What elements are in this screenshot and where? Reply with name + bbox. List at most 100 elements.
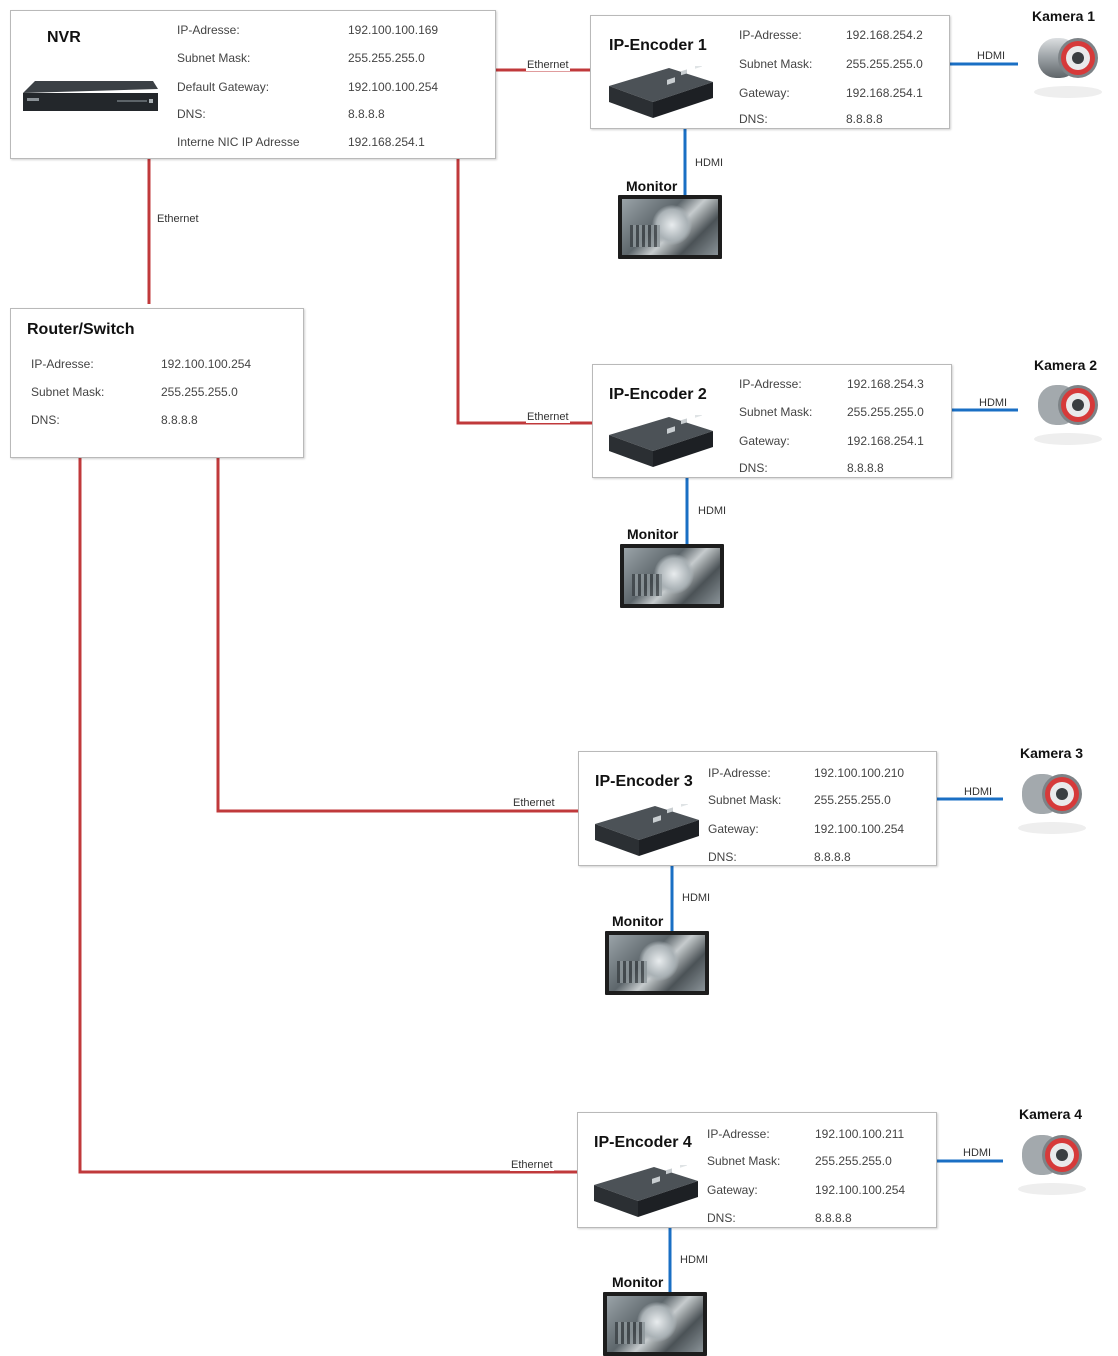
- router-title: Router/Switch: [27, 321, 135, 338]
- monitor-title: Monitor: [612, 913, 664, 929]
- monitor-title: Monitor: [626, 178, 678, 194]
- encoder-row: Gateway: 192.100.100.254: [708, 822, 904, 836]
- encoder-row: Subnet Mask: 255.255.255.0: [707, 1154, 892, 1168]
- encoder-row-key: Gateway:: [708, 822, 759, 836]
- nvr-row-key: DNS:: [177, 107, 206, 121]
- video-encoder-icon: [594, 1165, 698, 1217]
- nvr-row-key: Subnet Mask:: [177, 51, 251, 65]
- camera-title: Kamera 2: [1034, 357, 1098, 373]
- nvr-row-value: 192.100.100.169: [348, 23, 439, 37]
- encoder-row-key: DNS:: [708, 850, 737, 864]
- nvr-row-key: Default Gateway:: [177, 80, 270, 94]
- encoder-row-value: 8.8.8.8: [846, 112, 883, 126]
- encoder-row: DNS: 8.8.8.8: [707, 1211, 852, 1225]
- monitor-title: Monitor: [612, 1274, 664, 1290]
- router-row-value: 8.8.8.8: [161, 413, 198, 427]
- monitor-screen-icon: [605, 931, 709, 995]
- encoder-row-value: 255.255.255.0: [846, 57, 923, 71]
- encoder-row-key: DNS:: [707, 1211, 736, 1225]
- router-row-key: DNS:: [31, 413, 60, 427]
- encoder-row-key: IP-Adresse:: [739, 28, 802, 42]
- video-encoder-icon: [609, 66, 713, 118]
- nvr-row: Interne NIC IP Adresse 192.168.254.1: [177, 135, 425, 149]
- encoder-row-value: 192.100.100.211: [815, 1127, 905, 1141]
- nvr-row-key: IP-Adresse:: [177, 23, 240, 37]
- monitor-screen-icon: [618, 195, 722, 259]
- ethernet-wire-router-encoder-3: [216, 457, 578, 813]
- encoder-row: Gateway: 192.168.254.1: [739, 434, 924, 448]
- encoder-row: Gateway:192.100.100.254: [707, 1183, 905, 1197]
- encoder-row: Subnet Mask: 255.255.255.0: [739, 405, 924, 419]
- encoder-row-value: 192.100.100.254: [814, 822, 905, 836]
- encoder-row-value: 8.8.8.8: [815, 1211, 852, 1225]
- monitor-title: Monitor: [627, 526, 679, 542]
- ethernet-label: Ethernet: [156, 213, 200, 225]
- encoder-row-value: 192.100.100.210: [814, 766, 905, 780]
- encoder-row: IP-Adresse: 192.168.254.3: [739, 377, 924, 391]
- encoder-row-key: Subnet Mask:: [707, 1154, 781, 1168]
- camera-title: Kamera 3: [1020, 745, 1084, 761]
- hdmi-label: HDMI: [979, 397, 1008, 409]
- router-row-value: 255.255.255.0: [161, 385, 238, 399]
- encoder-title: IP-Encoder 3: [595, 773, 693, 790]
- nvr-recorder-icon: [23, 81, 158, 111]
- encoder-title: IP-Encoder 1: [609, 37, 707, 54]
- nvr-title: NVR: [47, 29, 81, 46]
- nvr-row-value: 192.168.254.1: [348, 135, 425, 149]
- hdmi-label: HDMI: [963, 1147, 992, 1159]
- encoder-row-value: 8.8.8.8: [814, 850, 851, 864]
- encoder-box: IP-Encoder 1 IP-Adresse: 192.168.254.2 Su…: [590, 15, 950, 129]
- encoder-row-key: DNS:: [739, 112, 768, 126]
- encoder-row-value: 255.255.255.0: [847, 405, 924, 419]
- nvr-row-key: Interne NIC IP Adresse: [177, 135, 300, 149]
- nvr-row: IP-Adresse: 192.100.100.169: [177, 23, 438, 37]
- encoder-row-value: 192.168.254.3: [847, 377, 924, 391]
- encoder-row-value: 255.255.255.0: [814, 793, 891, 807]
- encoder-row-key: Gateway:: [739, 434, 790, 448]
- encoder-row-value: 8.8.8.8: [847, 461, 884, 475]
- nvr-box: NVR IP-Adresse: 192.100.100.169 Subnet Ma…: [10, 10, 496, 159]
- nvr-row: Subnet Mask:255.255.255.0: [177, 51, 425, 65]
- camera-title: Kamera 1: [1032, 8, 1096, 24]
- encoder-row-value: 192.100.100.254: [815, 1183, 906, 1197]
- encoder-row-value: 192.168.254.2: [846, 28, 923, 42]
- encoder-row-key: IP-Adresse:: [707, 1127, 770, 1141]
- encoder-box: IP-Encoder 4 IP-Adresse:192.100.100.211 …: [577, 1112, 937, 1228]
- ethernet-label: Ethernet: [526, 411, 570, 423]
- bullet-camera-icon: [1018, 1135, 1086, 1195]
- bullet-camera-icon: [1018, 774, 1086, 834]
- bullet-camera-icon: [1034, 385, 1102, 445]
- router-box: Router/Switch IP-Adresse: 192.100.100.254…: [10, 308, 304, 458]
- ethernet-label: Ethernet: [512, 797, 556, 809]
- encoder-row: Gateway:192.168.254.1: [739, 86, 923, 100]
- nvr-row: DNS: 8.8.8.8: [177, 107, 385, 121]
- hdmi-label: HDMI: [680, 1254, 709, 1266]
- router-row-key: Subnet Mask:: [31, 385, 105, 399]
- router-row-value: 192.100.100.254: [161, 357, 252, 371]
- encoder-row-key: Subnet Mask:: [739, 405, 813, 419]
- encoder-row: Subnet Mask: 255.255.255.0: [739, 57, 923, 71]
- hdmi-label: HDMI: [964, 786, 993, 798]
- nvr-row-value: 8.8.8.8: [348, 107, 385, 121]
- hdmi-label: HDMI: [977, 50, 1006, 62]
- camera-title: Kamera 4: [1019, 1106, 1083, 1122]
- encoder-title: IP-Encoder 4: [594, 1134, 692, 1151]
- router-row: DNS: 8.8.8.8: [31, 413, 198, 427]
- encoder-row: DNS: 8.8.8.8: [708, 850, 851, 864]
- monitor-screen-icon: [603, 1292, 707, 1356]
- encoder-title: IP-Encoder 2: [609, 386, 707, 403]
- monitor-screen-icon: [620, 544, 724, 608]
- encoder-row-key: Subnet Mask:: [739, 57, 813, 71]
- encoder-row: DNS:8.8.8.8: [739, 461, 884, 475]
- encoder-row-value: 255.255.255.0: [815, 1154, 892, 1168]
- nvr-row-value: 192.100.100.254: [348, 80, 439, 94]
- encoder-row-key: IP-Adresse:: [708, 766, 771, 780]
- encoder-row: IP-Adresse: 192.100.100.211: [707, 1127, 904, 1141]
- encoder-row-value: 192.168.254.1: [847, 434, 924, 448]
- encoder-row-key: IP-Adresse:: [739, 377, 802, 391]
- router-row: IP-Adresse: 192.100.100.254: [31, 357, 251, 371]
- router-row-key: IP-Adresse:: [31, 357, 94, 371]
- encoder-row: DNS: 8.8.8.8: [739, 112, 883, 126]
- encoder-box: IP-Encoder 3 IP-Adresse:192.100.100.210 …: [578, 751, 937, 866]
